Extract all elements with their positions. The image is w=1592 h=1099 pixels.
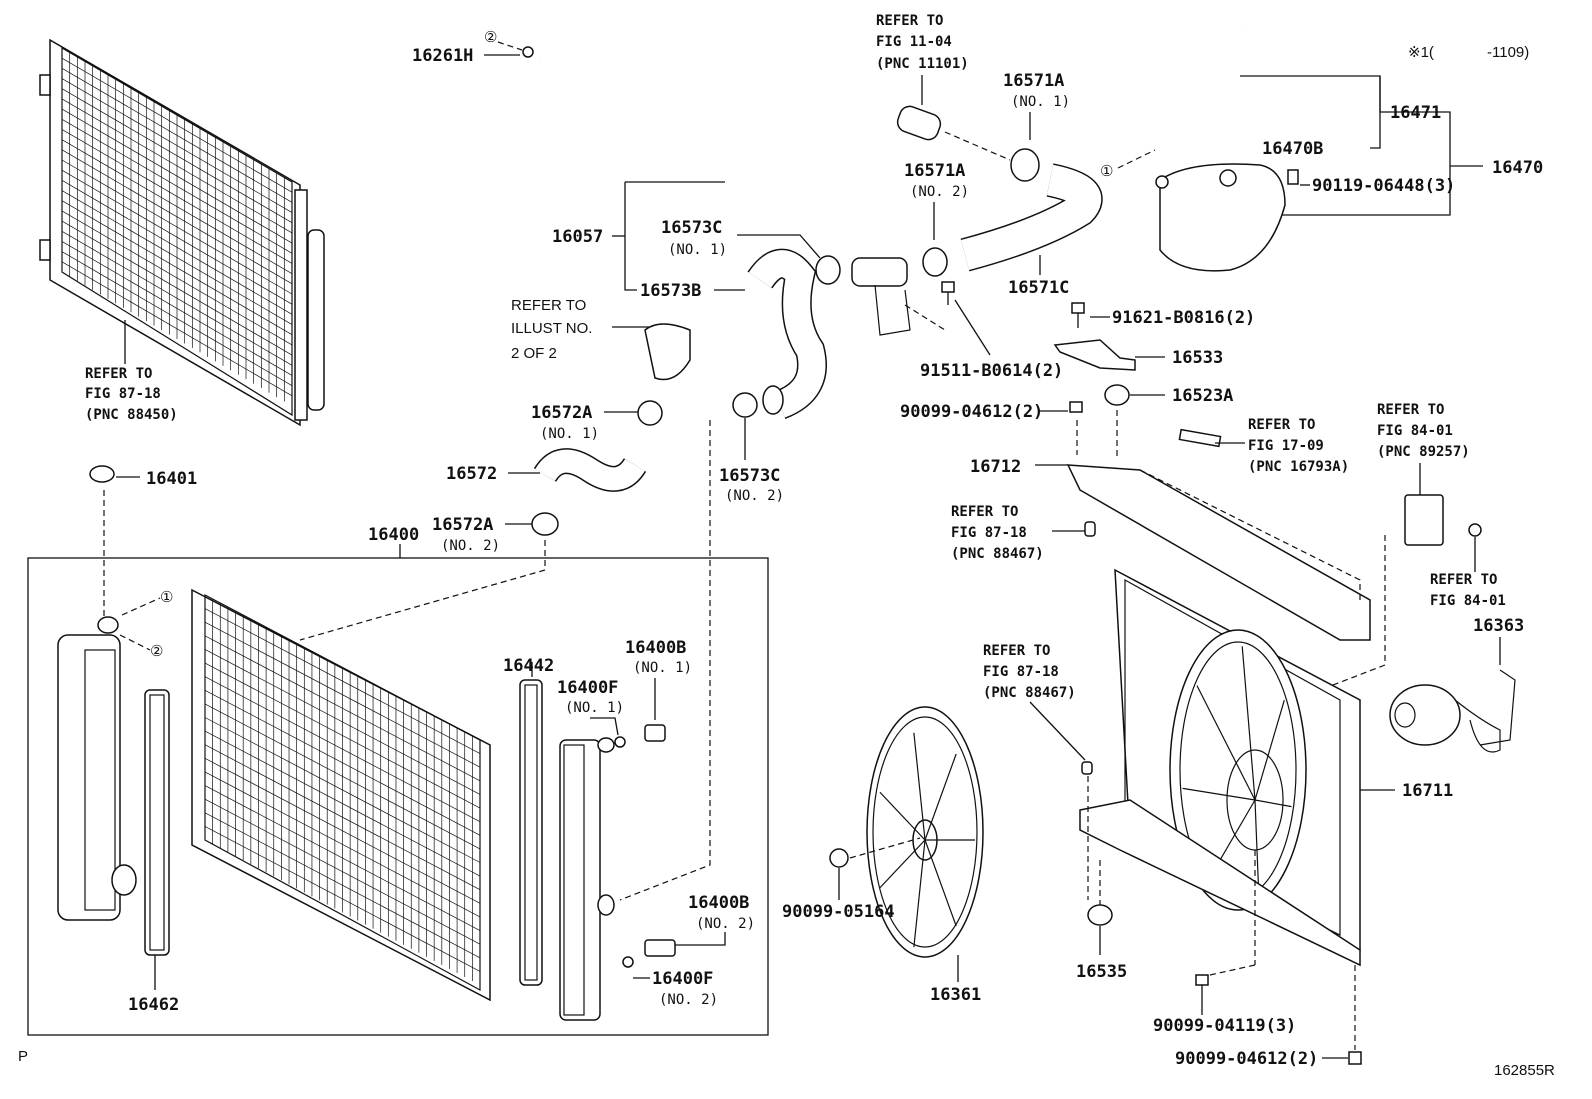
label-91621: 91621-B0816(2) — [1112, 308, 1255, 328]
radiator-assembly-box — [27, 557, 769, 1036]
label-16400F-2-sub: (NO. 2) — [659, 992, 718, 1008]
label-16571A-1: 16571A — [1003, 71, 1064, 91]
ref-8401a-l1: REFER TO — [1377, 402, 1444, 418]
label-90099-04119: 90099-04119(3) — [1153, 1016, 1296, 1036]
label-16442: 16442 — [503, 656, 554, 676]
label-16523A: 16523A — [1172, 386, 1233, 406]
ref-8401b-l1: REFER TO — [1430, 572, 1497, 588]
label-91511: 91511-B0614(2) — [920, 361, 1063, 381]
label-16571A-2: 16571A — [904, 161, 965, 181]
label-16470: 16470 — [1492, 158, 1543, 178]
label-16400B-2-sub: (NO. 2) — [696, 916, 755, 932]
figure-id: 162855R — [1494, 1062, 1555, 1079]
label-16400B-1: 16400B — [625, 638, 686, 658]
label-16400B-1-sub: (NO. 1) — [633, 660, 692, 676]
label-16572A-1: 16572A — [531, 403, 592, 423]
label-16471: 16471 — [1390, 103, 1441, 123]
label-16400B-2: 16400B — [688, 893, 749, 913]
label-90099-04612-bottom: 90099-04612(2) — [1175, 1049, 1318, 1069]
ref-illust-l2: ILLUST NO. — [511, 320, 592, 337]
note-range-end: -1109) — [1487, 44, 1529, 61]
label-16572A-2: 16572A — [432, 515, 493, 535]
ref-1709-l3: (PNC 16793A) — [1248, 459, 1349, 475]
ref-8718b-l2: FIG 87-18 — [983, 664, 1059, 680]
label-16400: 16400 — [368, 525, 419, 545]
ref-condenser-l2: FIG 87-18 — [85, 386, 161, 402]
label-90099-05164: 90099-05164 — [782, 902, 895, 922]
ref-8718a-l3: (PNC 88467) — [951, 546, 1044, 562]
label-16401: 16401 — [146, 469, 197, 489]
ref-8718a-l1: REFER TO — [951, 504, 1018, 520]
label-16533: 16533 — [1172, 348, 1223, 368]
ref-engine-l1: REFER TO — [876, 13, 943, 29]
ref-condenser-l3: (PNC 88450) — [85, 407, 178, 423]
ref-8718b-l1: REFER TO — [983, 643, 1050, 659]
label-16535: 16535 — [1076, 962, 1127, 982]
ref-engine-l3: (PNC 11101) — [876, 56, 969, 72]
ref-condenser-l1: REFER TO — [85, 366, 152, 382]
label-16571A-2-sub: (NO. 2) — [910, 184, 969, 200]
circle-1-mark-radiator: ① — [160, 589, 173, 606]
note-range-open: ※1( — [1408, 44, 1434, 61]
label-90099-04612-top: 90099-04612(2) — [900, 402, 1043, 422]
circle-2-mark-radiator: ② — [150, 643, 163, 660]
label-16571C: 16571C — [1008, 278, 1069, 298]
ref-8401a-l3: (PNC 89257) — [1377, 444, 1470, 460]
label-16573C-1: 16573C — [661, 218, 722, 238]
ref-8401b-l2: FIG 84-01 — [1430, 593, 1506, 609]
p-mark: P — [18, 1048, 28, 1065]
label-16400F-1: 16400F — [557, 678, 618, 698]
label-16470B: 16470B — [1262, 139, 1323, 159]
label-90119: 90119-06448(3) — [1312, 176, 1455, 196]
label-16261H: 16261H — [412, 46, 473, 66]
ref-8718b-l3: (PNC 88467) — [983, 685, 1076, 701]
label-16572A-1-sub: (NO. 1) — [540, 426, 599, 442]
label-16363: 16363 — [1473, 616, 1524, 636]
label-16572: 16572 — [446, 464, 497, 484]
ref-8718a-l2: FIG 87-18 — [951, 525, 1027, 541]
label-16400F-1-sub: (NO. 1) — [565, 700, 624, 716]
label-16573C-2: 16573C — [719, 466, 780, 486]
label-16057: 16057 — [552, 227, 603, 247]
circle-1-mark-top: ① — [1100, 163, 1113, 180]
label-16712: 16712 — [970, 457, 1021, 477]
label-16462: 16462 — [128, 995, 179, 1015]
ref-1709-l1: REFER TO — [1248, 417, 1315, 433]
label-16572A-2-sub: (NO. 2) — [441, 538, 500, 554]
label-16573C-1-sub: (NO. 1) — [668, 242, 727, 258]
label-16571A-1-sub: (NO. 1) — [1011, 94, 1070, 110]
ref-engine-l2: FIG 11-04 — [876, 34, 952, 50]
ref-illust-l1: REFER TO — [511, 297, 586, 314]
condenser — [39, 38, 325, 427]
ref-1709-l2: FIG 17-09 — [1248, 438, 1324, 454]
label-16711: 16711 — [1402, 781, 1453, 801]
circle-2-mark-top: ② — [484, 29, 497, 46]
ref-8401a-l2: FIG 84-01 — [1377, 423, 1453, 439]
label-16400F-2: 16400F — [652, 969, 713, 989]
ref-illust-l3: 2 OF 2 — [511, 345, 557, 362]
label-16573B: 16573B — [640, 281, 701, 301]
label-16573C-2-sub: (NO. 2) — [725, 488, 784, 504]
label-16361: 16361 — [930, 985, 981, 1005]
